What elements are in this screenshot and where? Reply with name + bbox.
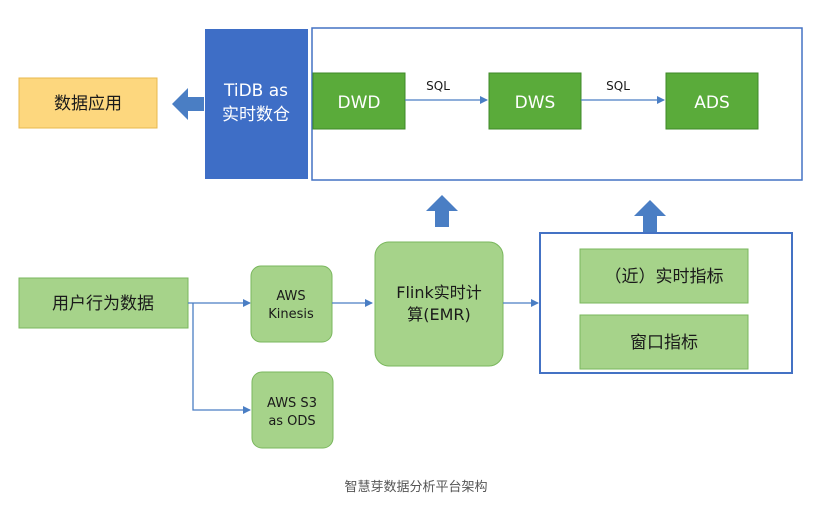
metric-window-label: 窗口指标	[630, 333, 698, 353]
dws-label: DWS	[515, 93, 556, 113]
warehouse-layer-container	[311, 27, 803, 181]
up-arrow-metrics	[634, 200, 666, 232]
s3-node	[251, 371, 334, 449]
metric-realtime-label: （近）实时指标	[605, 267, 724, 287]
ads-node	[665, 72, 759, 130]
tidb-node	[205, 29, 308, 179]
left-block-arrow	[172, 88, 204, 120]
tidb-label-line1: TiDB as	[223, 81, 288, 101]
dwd-label: DWD	[338, 93, 381, 113]
kinesis-node	[250, 265, 333, 343]
dwd-node	[312, 72, 406, 130]
flink-node	[374, 241, 504, 367]
edge-dwd-dws-label: SQL	[426, 79, 450, 93]
metric-realtime-node	[579, 248, 749, 304]
user-behavior-node	[18, 277, 189, 329]
dws-node	[488, 72, 582, 130]
tidb-label-line2: 实时数仓	[222, 105, 290, 125]
figure-caption: 智慧芽数据分析平台架构	[344, 480, 488, 495]
metric-window-node	[579, 314, 749, 370]
user-behavior-label: 用户行为数据	[52, 294, 154, 314]
edge-dws-ads-label: SQL	[606, 79, 630, 93]
data-app-node	[18, 77, 158, 129]
ads-label: ADS	[694, 93, 730, 113]
kinesis-label-line1: AWS	[276, 289, 305, 304]
up-arrow-flink	[426, 195, 458, 227]
flink-label-line2: 算(EMR)	[407, 305, 471, 324]
data-app-label: 数据应用	[54, 94, 122, 114]
flink-label-line1: Flink实时计	[396, 283, 482, 302]
s3-label-line2: as ODS	[268, 414, 315, 429]
edge-user-s3	[192, 303, 251, 414]
s3-label-line1: AWS S3	[267, 396, 317, 411]
kinesis-label-line2: Kinesis	[268, 307, 314, 322]
metrics-container	[539, 232, 793, 374]
